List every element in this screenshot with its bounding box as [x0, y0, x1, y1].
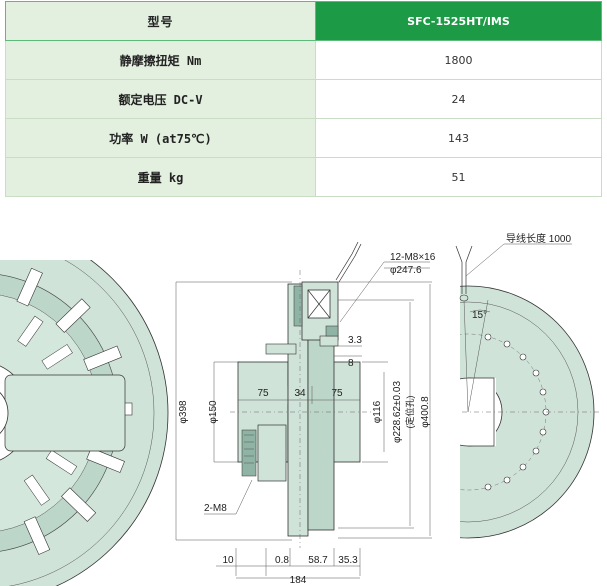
dim-b58-7: 58.7 [308, 555, 328, 566]
dim-b35-3: 35.3 [338, 555, 358, 566]
technical-drawing: φ398 φ150 75 34 75 φ116 φ228.62±0.03 (定位… [0, 232, 600, 586]
table-row: 额定电压 DC-V 24 [5, 79, 602, 119]
dim-d400: φ400.8 [420, 396, 431, 428]
dim-w34: 34 [294, 388, 306, 399]
row-value-power: 143 [315, 118, 602, 158]
dim-gap-8: 8 [348, 358, 354, 369]
header-model: SFC-1525HT/IMS [315, 1, 602, 41]
spec-table: 型号 SFC-1525HT/IMS 静摩擦扭矩 Nm 1800 额定电压 DC-… [5, 1, 602, 197]
dim-d398: φ398 [178, 400, 189, 424]
table-row: 重量 kg 51 [5, 157, 602, 197]
row-label-power: 功率 W (at75℃) [5, 118, 316, 158]
row-label-torque: 静摩擦扭矩 Nm [5, 40, 316, 80]
table-header-row: 型号 SFC-1525HT/IMS [5, 1, 602, 41]
section-view: φ398 φ150 75 34 75 φ116 φ228.62±0.03 (定位… [175, 241, 436, 586]
dim-d228-note: (定位孔) [404, 396, 415, 429]
dim-w75a: 75 [257, 388, 269, 399]
dim-b184: 184 [290, 575, 307, 586]
row-label-weight: 重量 kg [5, 157, 316, 197]
bolt-holes [484, 333, 550, 491]
dim-angle: 15° [472, 310, 487, 321]
header-label: 型号 [5, 1, 316, 41]
table-row: 功率 W (at75℃) 143 [5, 118, 602, 158]
dim-b0-8: 0.8 [275, 555, 289, 566]
dim-lead-length: 导线长度 1000 [506, 232, 571, 245]
dim-d228: φ228.62±0.03 [392, 381, 403, 443]
table-row: 静摩擦扭矩 Nm 1800 [5, 40, 602, 80]
dim-gap-3-3: 3.3 [348, 335, 362, 346]
row-value-torque: 1800 [315, 40, 602, 80]
dim-bolt-spec: 12-M8×16 [390, 252, 436, 263]
row-value-weight: 51 [315, 157, 602, 197]
row-value-voltage: 24 [315, 79, 602, 119]
dim-m8: 2-M8 [204, 503, 227, 514]
right-back-view: 导线长度 1000 15° [455, 232, 600, 539]
dim-b10: 10 [222, 555, 234, 566]
left-face-view [0, 260, 169, 586]
dim-pcd: φ247.6 [390, 265, 422, 276]
dim-d116: φ116 [372, 400, 383, 423]
dim-d150: φ150 [208, 400, 219, 424]
row-label-voltage: 额定电压 DC-V [5, 79, 316, 119]
dim-w75b: 75 [331, 388, 343, 399]
